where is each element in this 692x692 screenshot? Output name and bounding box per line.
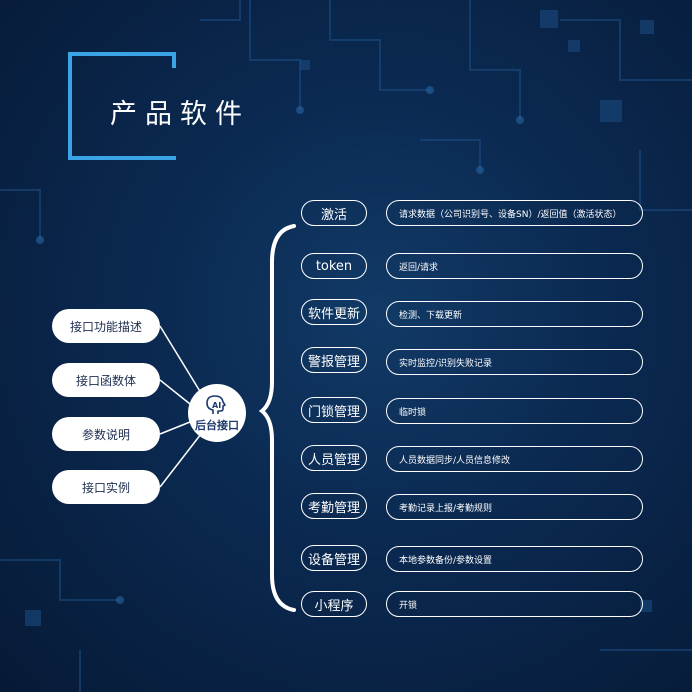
category-alarm[interactable]: 警报管理: [301, 347, 367, 373]
category-device-desc: 本地参数备份/参数设置: [386, 546, 643, 572]
left-item-params[interactable]: 参数说明: [52, 417, 160, 451]
category-alarm-desc: 实时监控/识别失败记录: [386, 349, 643, 375]
category-personnel[interactable]: 人员管理: [301, 445, 367, 471]
page-title: 产品软件: [110, 99, 250, 130]
title-frame-tick: [172, 52, 176, 68]
category-software-update[interactable]: 软件更新: [301, 299, 367, 325]
connector-line: [159, 325, 202, 394]
category-software-update-desc: 检测、下载更新: [386, 301, 643, 327]
hub-label: 后台接口: [195, 418, 239, 432]
category-activation[interactable]: 激活: [301, 200, 367, 226]
curly-brace: [258, 224, 296, 612]
category-door-lock-desc: 临时锁: [386, 398, 643, 424]
hub-node[interactable]: AI 后台接口: [188, 384, 246, 442]
connector-line: [159, 433, 202, 488]
title-frame: [68, 52, 176, 160]
left-item-example[interactable]: 接口实例: [52, 470, 160, 504]
ai-head-icon: AI: [206, 394, 226, 414]
category-token-desc: 返回/请求: [386, 253, 643, 279]
category-attendance-desc: 考勤记录上报/考勤规则: [386, 494, 643, 520]
svg-text:AI: AI: [212, 401, 221, 410]
category-device[interactable]: 设备管理: [301, 545, 367, 571]
category-token[interactable]: token: [301, 253, 367, 279]
category-door-lock[interactable]: 门锁管理: [301, 397, 367, 423]
category-activation-desc: 请求数据（公司识别号、设备SN）/返回值（激活状态）: [386, 200, 643, 226]
left-item-function-desc[interactable]: 接口功能描述: [52, 309, 160, 343]
connector-line: [159, 379, 191, 405]
left-item-function-body[interactable]: 接口函数体: [52, 363, 160, 397]
category-personnel-desc: 人员数据同步/人员信息修改: [386, 446, 643, 472]
category-mini-program-desc: 开锁: [386, 591, 643, 617]
connector-line: [159, 421, 191, 435]
category-attendance[interactable]: 考勤管理: [301, 493, 367, 519]
category-mini-program[interactable]: 小程序: [301, 591, 367, 617]
